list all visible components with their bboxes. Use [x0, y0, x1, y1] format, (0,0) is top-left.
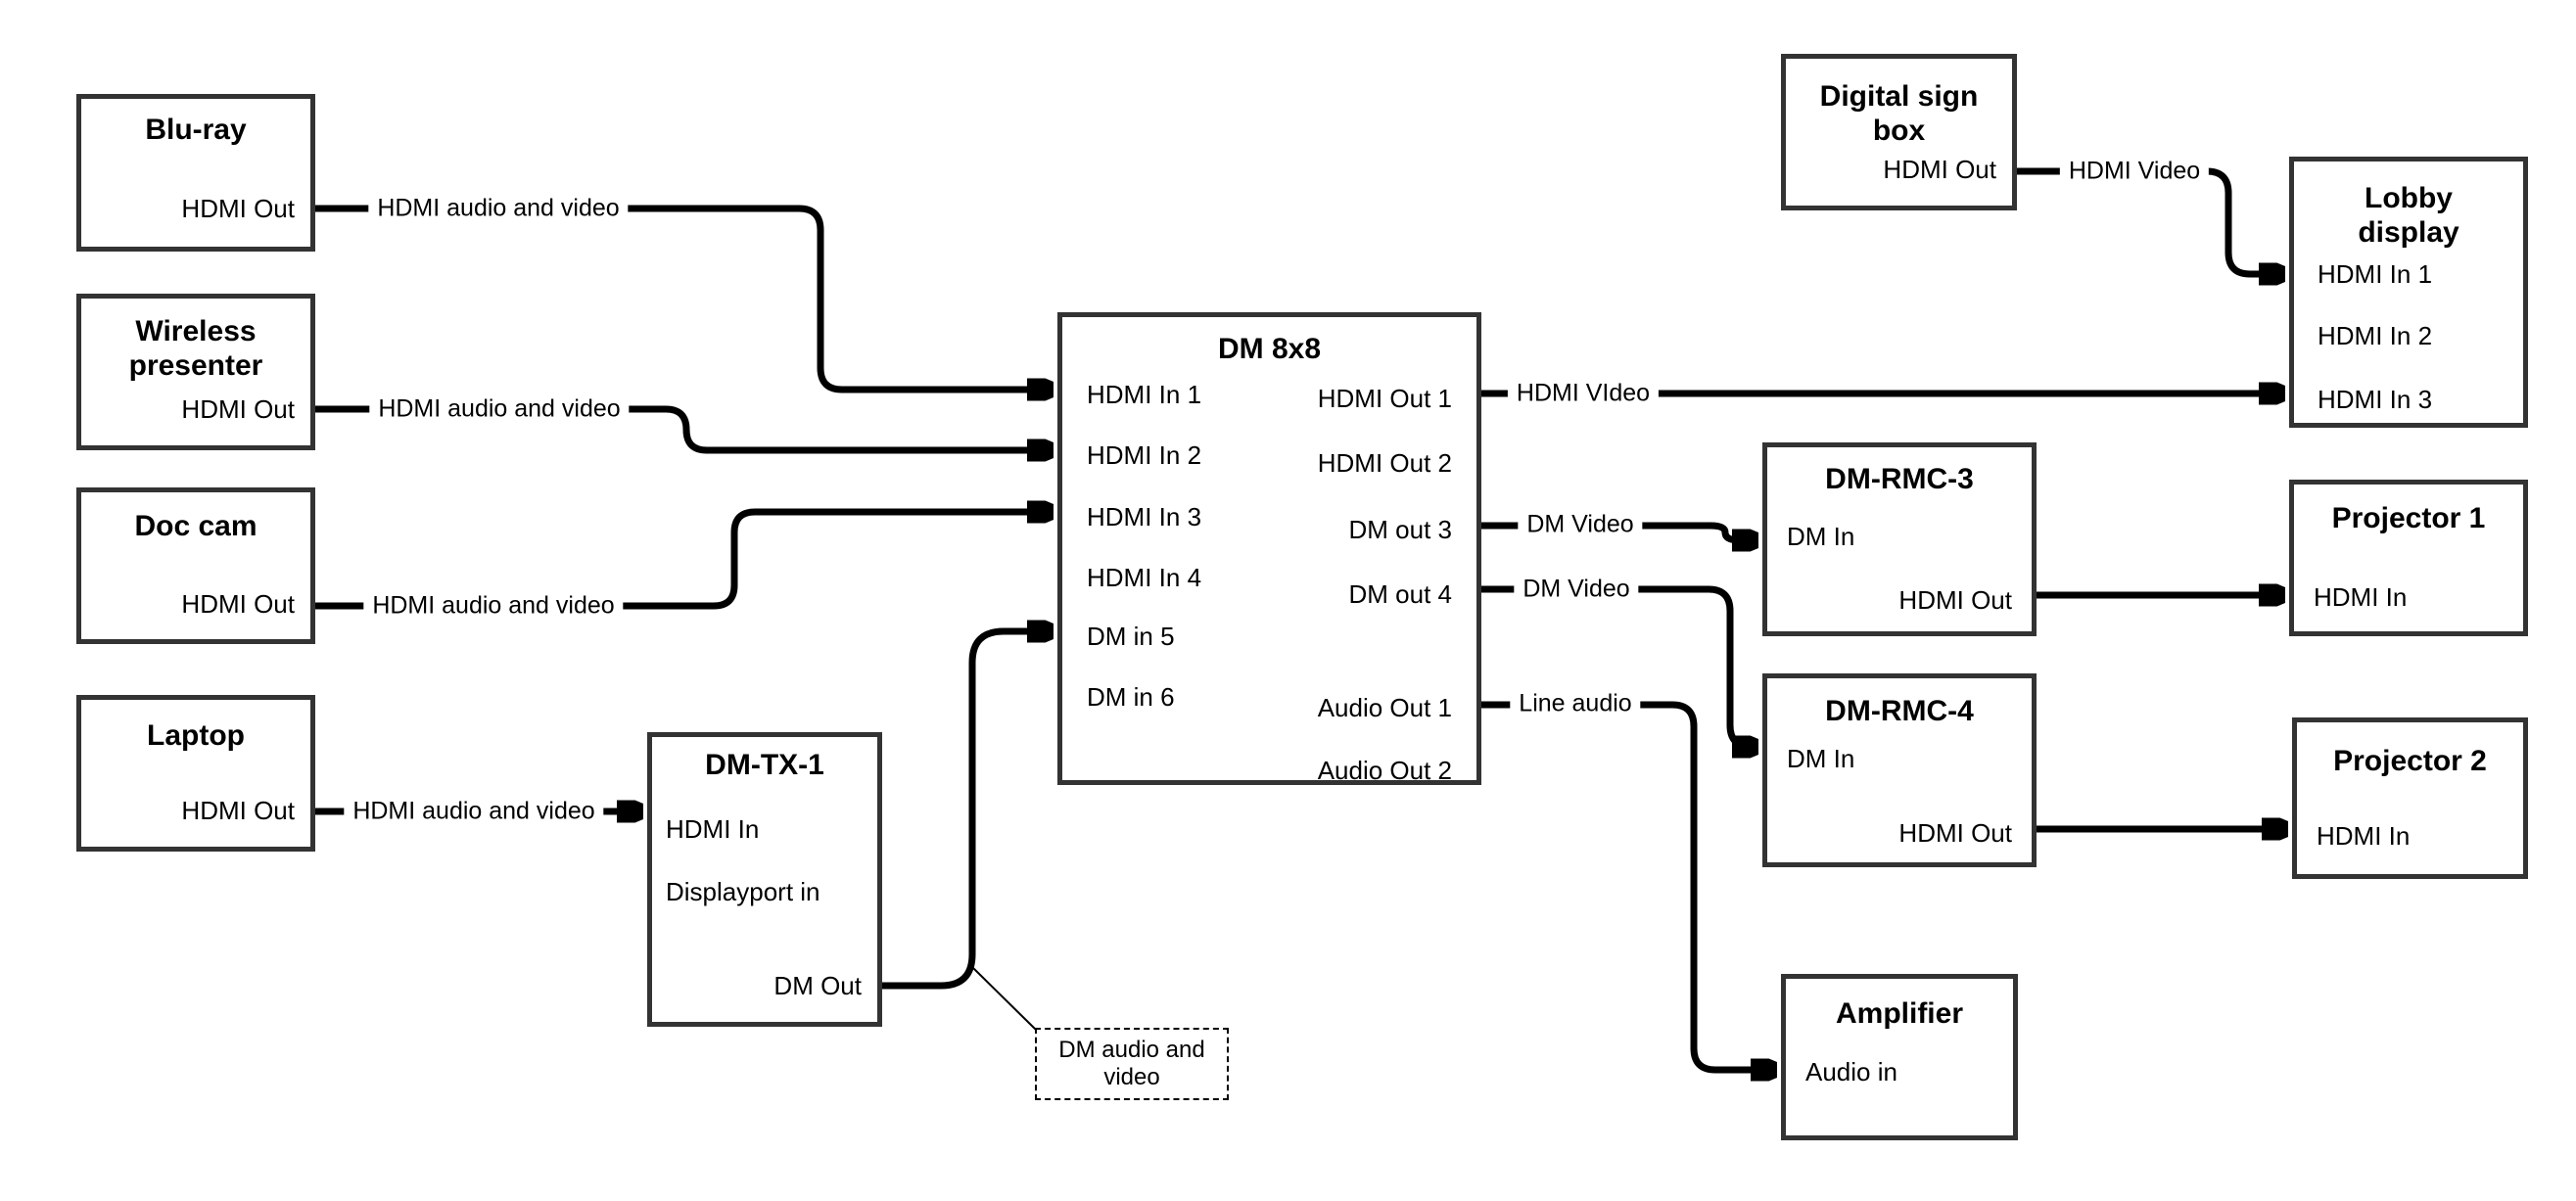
- node-dm-rmc-3: DM-RMC-3 DM In HDMI Out: [1762, 442, 2037, 636]
- connector-dm8x8-dmout3-to-dmrmc3: [1481, 522, 1755, 540]
- node-wireless-presenter: Wireless presenter HDMI Out: [76, 294, 315, 450]
- port-dm8x8-hdmi-in-1: HDMI In 1: [1087, 380, 1202, 409]
- port-lobby-hdmi-in-3: HDMI In 3: [2318, 385, 2433, 414]
- port-dm8x8-dm-in-6: DM in 6: [1087, 682, 1175, 712]
- port-laptop-hdmi-out: HDMI Out: [181, 796, 295, 825]
- node-digital-sign-box-title: Digital sign box: [1819, 80, 1979, 147]
- port-dmtx1-displayport-in: Displayport in: [666, 877, 820, 906]
- node-doc-cam-title: Doc cam: [134, 510, 258, 542]
- port-dmtx1-dm-out: DM Out: [773, 971, 862, 1000]
- port-dmrmc3-dm-in: DM In: [1787, 522, 1855, 551]
- node-digital-sign-box: Digital sign box HDMI Out: [1781, 54, 2017, 210]
- node-lobby-display-title: Lobby display: [2358, 182, 2459, 249]
- port-dmtx1-hdmi-in: HDMI In: [666, 814, 760, 844]
- edge-label-bluray-hdmi-av: HDMI audio and video: [368, 194, 629, 223]
- port-dmrmc4-dm-in: DM In: [1787, 744, 1855, 773]
- port-wireless-hdmi-out: HDMI Out: [181, 394, 295, 424]
- node-projector-1: Projector 1 HDMI In: [2289, 480, 2528, 636]
- port-dmrmc3-hdmi-out: HDMI Out: [1898, 585, 2012, 615]
- node-dm-rmc-4: DM-RMC-4 DM In HDMI Out: [1762, 673, 2037, 867]
- node-doc-cam: Doc cam HDMI Out: [76, 487, 315, 644]
- edge-label-line-audio: Line audio: [1510, 689, 1641, 718]
- node-dm-tx-1-title: DM-TX-1: [705, 749, 824, 781]
- port-dm8x8-hdmi-in-2: HDMI In 2: [1087, 440, 1202, 470]
- edge-label-doccam-hdmi-av: HDMI audio and video: [363, 591, 624, 621]
- node-bluray: Blu-ray HDMI Out: [76, 94, 315, 252]
- port-digitalsign-hdmi-out: HDMI Out: [1883, 155, 1996, 184]
- node-amplifier-title: Amplifier: [1835, 997, 1964, 1030]
- edge-label-laptop-hdmi-av: HDMI audio and video: [344, 797, 604, 826]
- edge-label-dm-video-out4: DM Video: [1514, 575, 1639, 604]
- node-wireless-presenter-title: Wireless presenter: [128, 315, 263, 382]
- node-dm-8x8-title: DM 8x8: [1217, 333, 1322, 365]
- callout-dm-audio-video: DM audio and video: [1035, 1028, 1229, 1100]
- port-dmrmc4-hdmi-out: HDMI Out: [1898, 818, 2012, 848]
- edge-label-hdmi-video-out1: HDMI VIdeo: [1507, 379, 1660, 408]
- connector-wireless-to-dm8x8-in2: [315, 405, 1050, 450]
- port-dm8x8-dm-in-5: DM in 5: [1087, 622, 1175, 651]
- port-dm8x8-hdmi-in-3: HDMI In 3: [1087, 502, 1202, 531]
- node-dm-rmc-4-title: DM-RMC-4: [1825, 695, 1974, 727]
- node-laptop-title: Laptop: [147, 719, 245, 752]
- port-amplifier-audio-in: Audio in: [1805, 1057, 1897, 1086]
- node-projector-2: Projector 2 HDMI In: [2292, 717, 2528, 879]
- port-dm8x8-audio-out-1: Audio Out 1: [1317, 693, 1452, 722]
- port-proj2-hdmi-in: HDMI In: [2317, 821, 2411, 851]
- node-projector-2-title: Projector 2: [2333, 745, 2487, 777]
- connector-digitalsign-to-lobby-in1: [2017, 167, 2281, 274]
- node-dm-rmc-3-title: DM-RMC-3: [1825, 463, 1974, 495]
- port-lobby-hdmi-in-2: HDMI In 2: [2318, 321, 2433, 350]
- port-lobby-hdmi-in-1: HDMI In 1: [2318, 259, 2433, 289]
- connector-dm8x8-dmout4-to-dmrmc4: [1481, 585, 1755, 747]
- connector-dm8x8-audio1-to-amplifier: [1481, 701, 1773, 1070]
- port-dm8x8-hdmi-out-2: HDMI Out 2: [1317, 448, 1452, 478]
- node-projector-1-title: Projector 1: [2331, 502, 2486, 534]
- port-dm8x8-dm-out-4: DM out 4: [1348, 579, 1453, 609]
- node-amplifier: Amplifier Audio in: [1781, 974, 2018, 1140]
- node-dm-8x8: DM 8x8 HDMI In 1 HDMI In 2 HDMI In 3 HDM…: [1057, 312, 1481, 785]
- node-dm-tx-1: DM-TX-1 HDMI In Displayport in DM Out: [647, 732, 882, 1027]
- port-dm8x8-hdmi-out-1: HDMI Out 1: [1317, 384, 1452, 413]
- connector-bluray-to-dm8x8-in1: [315, 205, 1050, 390]
- port-bluray-hdmi-out: HDMI Out: [181, 194, 295, 223]
- node-lobby-display: Lobby display HDMI In 1 HDMI In 2 HDMI I…: [2289, 157, 2528, 428]
- node-bluray-title: Blu-ray: [145, 114, 247, 146]
- port-dm8x8-hdmi-in-4: HDMI In 4: [1087, 563, 1202, 592]
- port-proj1-hdmi-in: HDMI In: [2314, 582, 2408, 612]
- connector-doccam-to-dm8x8-in3: [315, 512, 1050, 610]
- node-laptop: Laptop HDMI Out: [76, 695, 315, 852]
- port-dm8x8-audio-out-2: Audio Out 2: [1317, 756, 1452, 785]
- edge-label-wireless-hdmi-av: HDMI audio and video: [369, 394, 630, 424]
- edge-label-dm-video-out3: DM Video: [1518, 510, 1643, 539]
- port-dm8x8-dm-out-3: DM out 3: [1348, 515, 1453, 544]
- connector-dmtx1-to-dm8x8-dmin5: [882, 631, 1050, 990]
- callout-leader-line: [971, 966, 1037, 1031]
- port-doccam-hdmi-out: HDMI Out: [181, 589, 295, 619]
- edge-label-hdmi-video-sign: HDMI Video: [2059, 157, 2210, 186]
